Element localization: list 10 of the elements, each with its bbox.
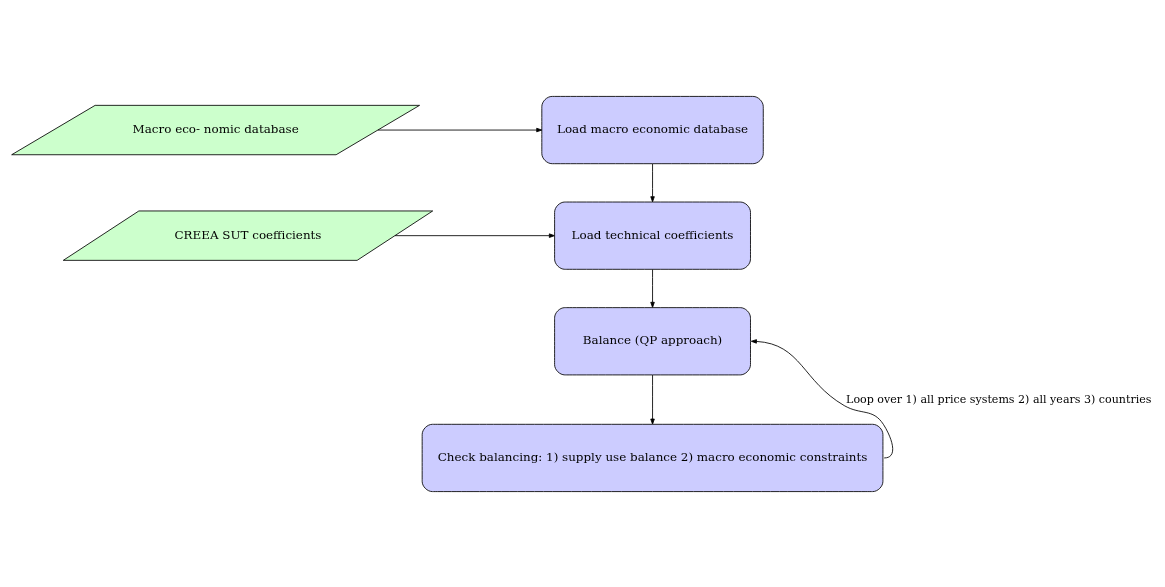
arrow [377,127,543,132]
arrow [650,374,655,425]
arrow [650,162,655,202]
arrow [394,232,555,238]
arrow [650,268,655,308]
node-box: Check balancing: 1) supply use balance 2) macro economic constraints [421,423,884,492]
node-box: Load technical coefficients [554,201,751,270]
edge-label: Loop over 1) all price systems 2) all years 3) countries [846,392,1152,406]
node-box: Load macro economic database [541,95,764,164]
node-box: Balance (QP approach) [554,306,751,375]
